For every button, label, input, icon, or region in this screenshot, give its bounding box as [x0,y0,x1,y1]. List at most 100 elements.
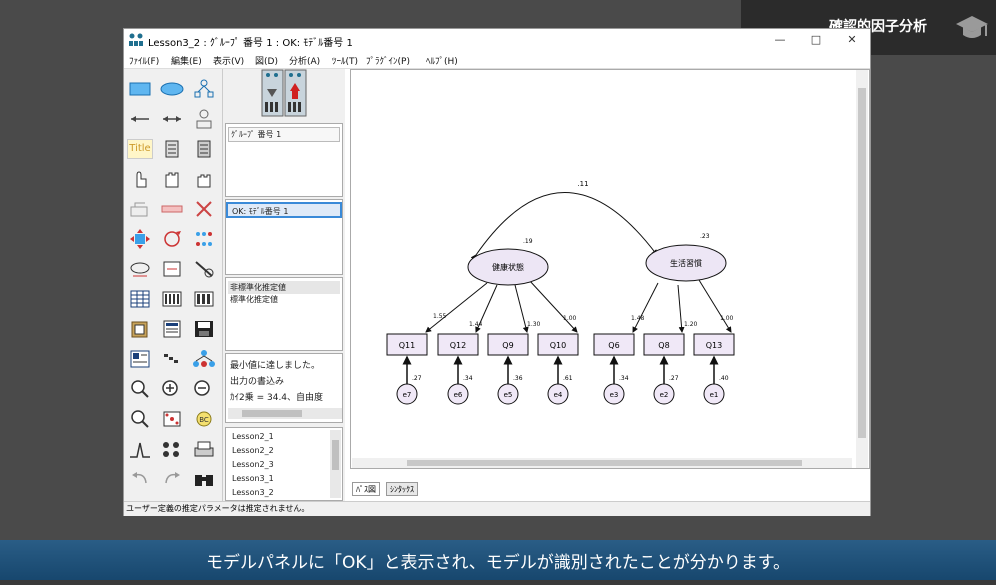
select-one-hand-icon[interactable] [127,169,153,189]
error-variance-label: .40 [719,375,729,382]
single-arrow-tool-icon[interactable] [127,109,153,129]
list-variables-tool-icon[interactable] [159,139,185,159]
zoom-out-icon[interactable] [191,379,217,399]
double-arrow-tool-icon[interactable] [159,109,185,129]
loading-path [475,284,498,333]
canvas-vertical-scrollbar[interactable] [856,70,868,468]
loading-label: 1.00 [563,315,577,322]
latent-factor-lifestyle[interactable] [645,244,727,282]
menu-edit[interactable]: 編集(E) [171,57,202,67]
menu-analyze[interactable]: 分析(A) [289,57,321,67]
bottom-strip [0,580,996,585]
save-icon[interactable] [191,319,217,339]
erase-tool-icon[interactable] [191,199,217,219]
multiple-group-icon[interactable] [159,439,185,459]
observed-variable-tool-icon[interactable] [127,79,153,99]
redo-icon[interactable] [159,469,185,489]
error-variance-label: .27 [412,375,422,382]
reflect-tool-icon[interactable] [191,229,217,249]
minimize-button[interactable]: — [774,33,786,46]
duplicate-tool-icon[interactable] [127,199,153,219]
file-item[interactable]: Lesson2_3 [232,460,274,469]
error-term-label: e3 [610,391,619,399]
zoom-area-icon[interactable] [127,379,153,399]
error-term[interactable] [547,383,569,405]
standardized-estimates-item[interactable]: 標準化推定値 [230,295,278,304]
observed-variable[interactable] [437,333,479,356]
path-diagram-canvas[interactable]: .11 1.55 1.44 1.30 1.00 1.48 1.20 1.00 健… [350,69,870,469]
file-item[interactable]: Lesson2_2 [232,446,274,455]
loading-path [677,284,685,333]
error-variance-label: .34 [619,375,629,382]
error-term[interactable] [497,383,519,405]
file-item[interactable]: Lesson2_1 [232,432,274,441]
canvas-horizontal-scrollbar[interactable] [352,458,852,468]
messages-horizontal-scrollbar[interactable] [228,408,342,419]
menu-help[interactable]: ﾍﾙﾌﾟ(H) [426,57,458,67]
print-icon[interactable] [191,439,217,459]
menu-file[interactable]: ﾌｧｲﾙ(F) [129,57,160,67]
subtitle-text: モデルパネルに「OK」と表示され、モデルが識別されたことが分かります。 [206,553,790,573]
scroll-tool-icon[interactable] [159,259,185,279]
degrees-of-freedom-icon[interactable] [127,439,153,459]
bayesian-estimation-icon[interactable]: BC [191,409,217,429]
tab-syntax[interactable]: ｼﾝﾀｯｸｽ [386,482,418,496]
drag-properties-icon[interactable] [159,349,185,369]
specification-search-icon[interactable] [191,469,217,489]
menu-view[interactable]: 表示(V) [213,57,245,67]
move-tool-icon[interactable] [159,199,185,219]
loading-path [514,284,529,333]
error-term[interactable] [653,383,675,405]
copy-to-clipboard-icon[interactable] [127,319,153,339]
menu-diagram[interactable]: 図(D) [255,57,278,67]
select-all-hand-icon[interactable] [159,169,185,189]
shape-change-tool-icon[interactable] [127,229,153,249]
observed-variable[interactable] [643,333,685,356]
text-output-icon[interactable] [159,319,185,339]
zoom-in-icon[interactable] [159,379,185,399]
fit-to-page-icon[interactable] [159,409,185,429]
touch-up-tool-icon[interactable] [191,259,217,279]
observed-variable[interactable] [386,333,428,356]
unique-variable-tool-icon[interactable] [191,109,217,129]
tab-path-diagram[interactable]: ﾊﾟｽ図 [352,482,380,496]
close-button[interactable]: ✕ [847,33,857,46]
calculate-estimates-tool-icon[interactable] [191,289,217,309]
file-item[interactable]: Lesson3_2 [232,488,274,497]
analysis-properties-tool-icon[interactable] [159,289,185,309]
unstandardized-estimates-item[interactable]: 非標準化推定値 [228,281,340,294]
error-term[interactable] [396,383,418,405]
object-properties-icon[interactable] [127,349,153,369]
file-item[interactable]: Lesson3_1 [232,474,274,483]
model-item-selected[interactable]: OK: ﾓﾃﾞﾙ番号 1 [226,202,342,218]
error-term-label: e7 [403,391,412,399]
rotate-tool-icon[interactable] [159,229,185,249]
group-item[interactable]: ｸﾞﾙｰﾌﾟ 番号 1 [228,127,340,142]
observed-variable[interactable] [593,333,635,356]
latent-variable-tool-icon[interactable] [159,79,185,99]
list-dataset-variables-tool-icon[interactable] [191,139,217,159]
deselect-all-hand-icon[interactable] [191,169,217,189]
message-line: 出力の書込み [230,377,285,387]
observed-variable-label: Q12 [450,341,466,350]
view-input-output-toggle-icon[interactable] [261,69,307,117]
menu-tools[interactable]: ﾂｰﾙ(T) [332,57,359,67]
error-term[interactable] [447,383,469,405]
undo-icon[interactable] [127,469,153,489]
error-term[interactable] [603,383,625,405]
error-term[interactable] [703,383,725,405]
observed-variable[interactable] [693,333,735,356]
observed-variable[interactable] [537,333,579,356]
view-page-icon[interactable] [127,409,153,429]
maximize-button[interactable]: □ [810,33,822,46]
title-tool-icon[interactable]: Title [127,139,153,159]
data-files-tool-icon[interactable] [127,289,153,309]
observed-variable[interactable] [487,333,529,356]
files-vertical-scrollbar[interactable] [330,430,341,498]
menu-plugins[interactable]: ﾌﾟﾗｸﾞｲﾝ(P) [366,57,410,67]
preserve-symmetries-icon[interactable] [191,349,217,369]
latent-factor-health[interactable] [467,248,549,286]
move-parameter-tool-icon[interactable] [127,259,153,279]
graduation-cap-icon [956,16,988,38]
indicator-tool-icon[interactable] [191,79,217,99]
